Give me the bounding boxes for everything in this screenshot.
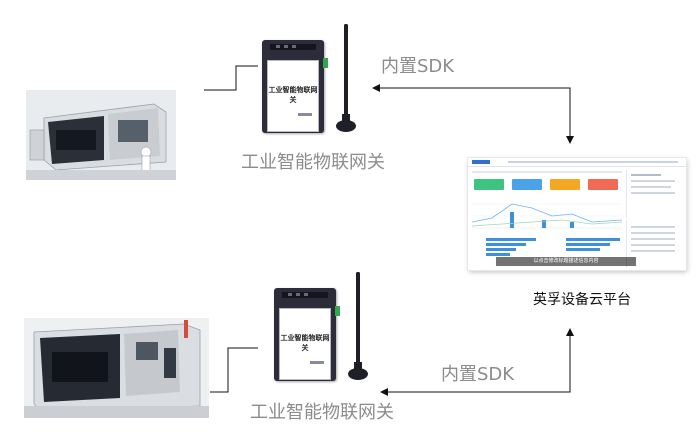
- dashboard-bar-chart-right: [552, 234, 622, 268]
- cnc-machine-top: [26, 90, 176, 180]
- platform-caption: 英孚设备云平台: [533, 292, 631, 308]
- wire-machine1-gateway1: [204, 65, 258, 91]
- arrowhead-left-bottom: [380, 388, 388, 396]
- gateway-title-bottom: 工业智能物联网关: [280, 334, 330, 352]
- stat-card-red: [588, 179, 618, 190]
- antenna-icon-bottom: [348, 272, 368, 380]
- cnc-machine-icon: [26, 90, 176, 180]
- dashboard-line-chart: [472, 203, 622, 229]
- wire-machine2-gateway2: [210, 347, 258, 393]
- wire-gateway2-platform: [382, 332, 571, 393]
- dashboard-header: [468, 158, 686, 167]
- dashboard-bar-chart-left: [472, 234, 538, 268]
- stat-card-blue: [512, 179, 542, 190]
- cnc-machine-bottom: [24, 318, 209, 418]
- gateway-device-icon: 工业智能物联网关: [262, 40, 328, 133]
- arrowhead-up-bottom: [566, 328, 574, 336]
- stat-card-green: [474, 179, 504, 190]
- arrowhead-left-top: [372, 84, 380, 92]
- sdk-label-top: 内置SDK: [381, 56, 455, 77]
- cnc-lathe-icon: [24, 318, 209, 418]
- wire-gateway1-platform: [374, 87, 571, 140]
- cloud-dashboard: 以点击修改标题描述信息内容: [468, 158, 686, 270]
- dashboard-side-table: [626, 220, 683, 268]
- dashboard-side-panel: [626, 170, 683, 218]
- gateway-device-icon-bottom: 工业智能物联网关: [274, 288, 340, 381]
- gateway-caption-top: 工业智能物联网关: [241, 152, 385, 173]
- dashboard-overlay-caption: 以点击修改标题描述信息内容: [496, 257, 636, 266]
- arrowhead-down-top: [566, 136, 574, 144]
- gateway-caption-bottom: 工业智能物联网关: [250, 402, 394, 423]
- sdk-label-bottom: 内置SDK: [441, 364, 515, 385]
- gateway-title-top: 工业智能物联网关: [268, 86, 318, 104]
- antenna-icon: [336, 24, 356, 132]
- stat-card-orange: [550, 179, 580, 190]
